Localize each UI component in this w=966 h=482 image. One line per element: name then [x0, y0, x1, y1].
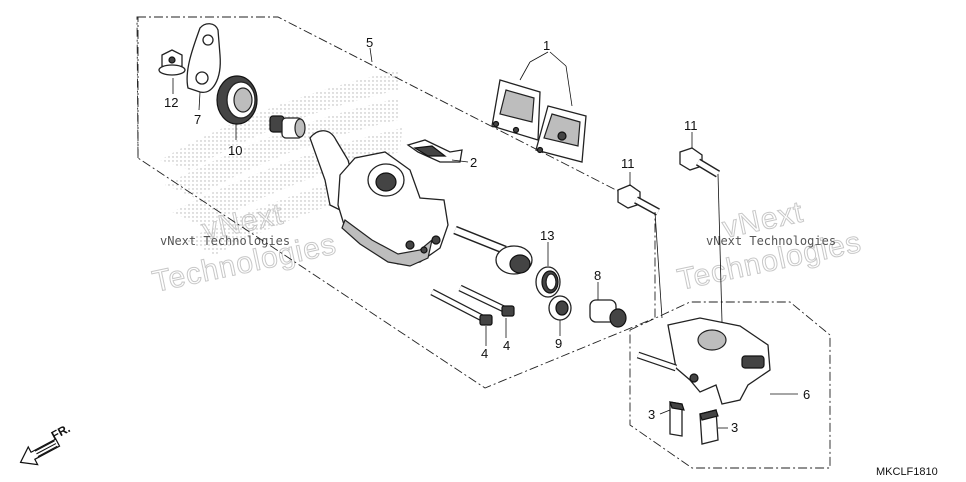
- callout-4-right: 4: [503, 338, 510, 353]
- callout-9: 9: [555, 336, 562, 351]
- front-direction-indicator: FR.: [19, 421, 73, 466]
- part-4-slide-pin-a: [430, 288, 493, 326]
- watermark-right: vNext Technologies vNext Technologies: [674, 195, 865, 297]
- part-piston-pin: [453, 225, 533, 275]
- caliper-body: [309, 130, 449, 267]
- part-11-bolt-b: [679, 147, 721, 178]
- part-1-brake-pad-a: [491, 79, 541, 141]
- assembly-outline-5: [136, 16, 656, 389]
- part-9-boot: [548, 295, 572, 321]
- part-13-seal: [535, 266, 561, 298]
- leader-lines: [172, 47, 798, 429]
- diagram-code: MKCLF1810: [876, 466, 938, 478]
- callout-8: 8: [594, 268, 601, 283]
- part-2-pad-spring: [406, 139, 463, 163]
- callout-5: 5: [366, 35, 373, 50]
- part-12-flange-nut: [158, 49, 186, 76]
- callout-12: 12: [164, 95, 178, 110]
- part-8-sleeve: [589, 299, 627, 328]
- part-10-seal: [216, 75, 258, 125]
- callout-10: 10: [228, 143, 242, 158]
- assembly-outline-6: [629, 301, 831, 469]
- callouts: 1 2 3 3 4 4 5 6 7 8 9 10 11 11 12 13: [164, 35, 810, 435]
- part-3-retainer-a: [669, 401, 685, 437]
- callout-2: 2: [470, 155, 477, 170]
- callout-13: 13: [540, 228, 554, 243]
- callout-11-right: 11: [684, 118, 698, 133]
- callout-1: 1: [543, 38, 550, 53]
- callout-11-left: 11: [621, 156, 635, 171]
- part-3-retainer-b: [699, 409, 719, 445]
- part-4-slide-pin-b: [458, 284, 515, 317]
- callout-3-left: 3: [648, 407, 655, 422]
- part-bushing: [269, 115, 306, 139]
- part-1-brake-pad-b: [535, 105, 587, 163]
- front-arrow-icon: [19, 438, 61, 466]
- part-7-bracket-plate: [186, 23, 221, 93]
- callout-4-left: 4: [481, 346, 488, 361]
- watermark-line-right: vNext Technologies: [706, 234, 836, 248]
- front-label: FR.: [49, 421, 73, 442]
- callout-7: 7: [194, 112, 201, 127]
- part-6-caliper-bracket: [636, 317, 771, 405]
- callout-3-right: 3: [731, 420, 738, 435]
- part-11-bolt-a: [617, 184, 660, 216]
- callout-6: 6: [803, 387, 810, 402]
